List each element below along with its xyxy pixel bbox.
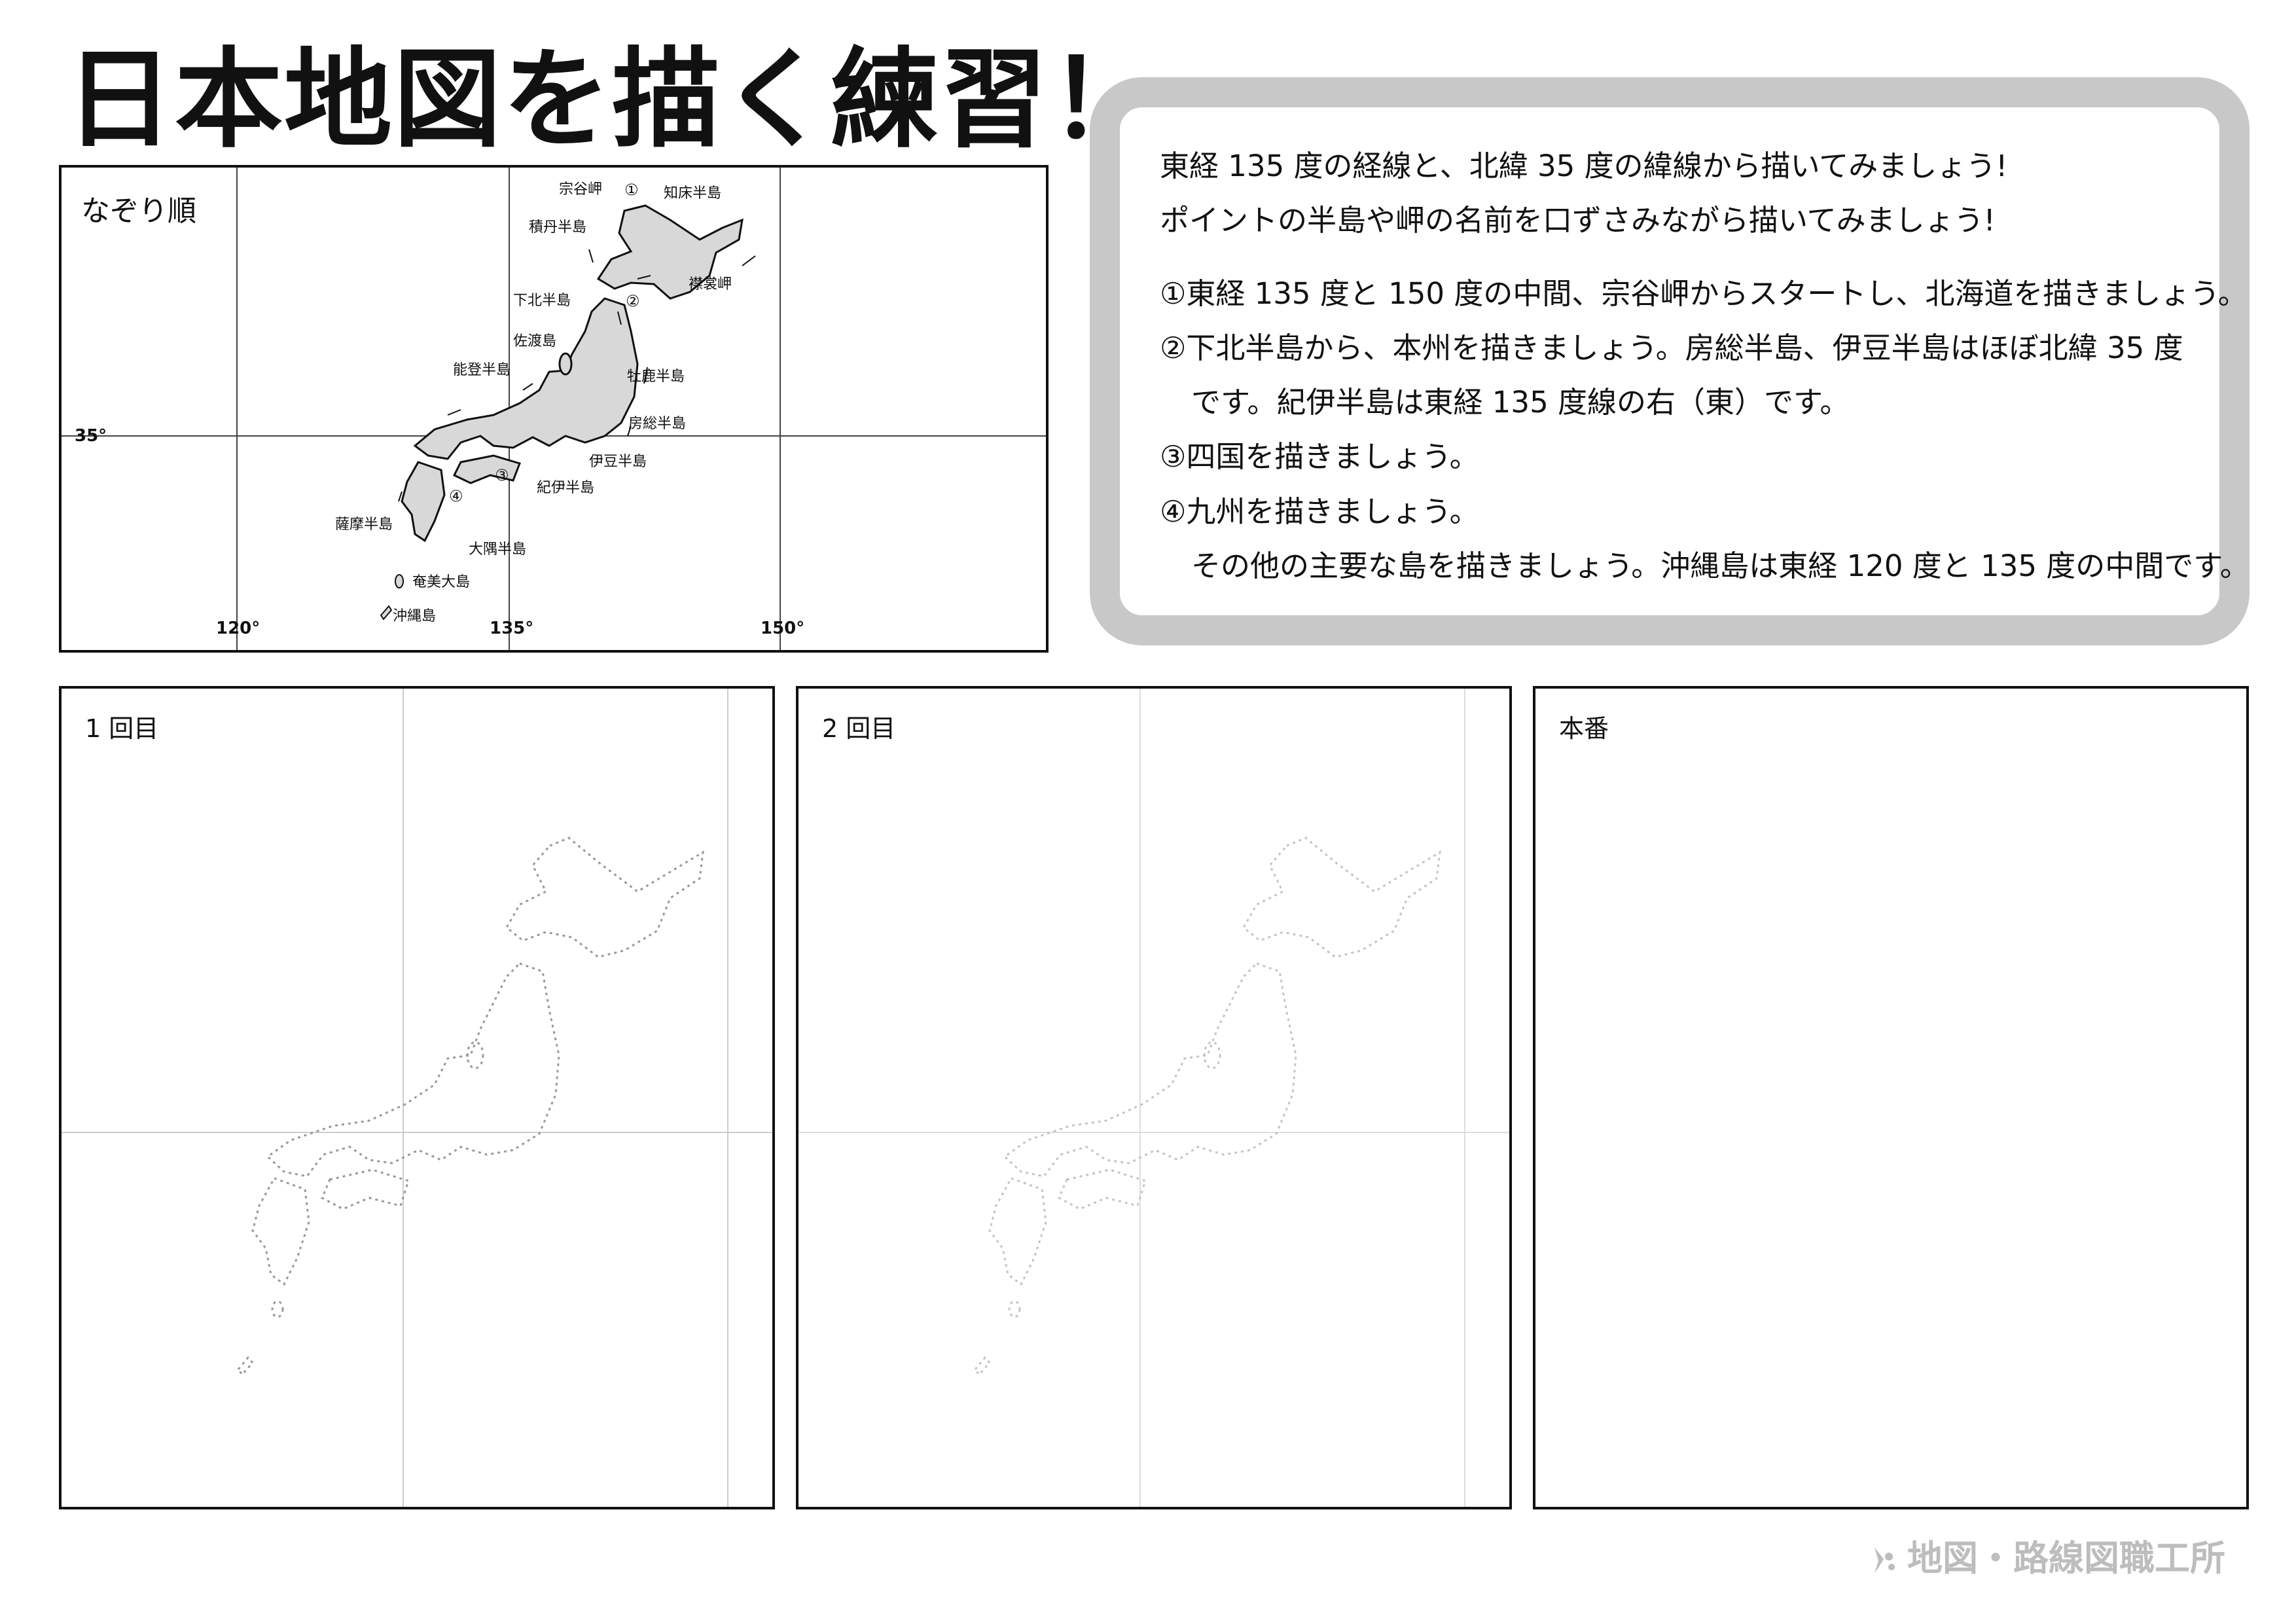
practice-map-1	[62, 689, 772, 1507]
step-2: ②	[626, 292, 640, 310]
label-izu: 伊豆半島	[589, 454, 647, 470]
label-kii: 紀伊半島	[537, 480, 594, 496]
label-erimo: 襟裳岬	[689, 276, 732, 293]
kyushu-shape	[401, 461, 446, 543]
label-soya: 宗谷岬	[559, 181, 602, 198]
step-line-3: ③四国を描きましょう。	[1160, 439, 1479, 475]
honshu-shape	[413, 297, 639, 460]
reference-map: 宗谷岬 知床半島 積丹半島 襟裳岬 下北半島 佐渡島 能登半島 牡鹿半島 房総半…	[62, 168, 1046, 650]
step-line-2b: です。紀伊半島は東経 135 度線の右（東）です。	[1191, 385, 1850, 420]
step-1: ①	[624, 181, 639, 199]
page-title: 日本地図を描く練習！	[65, 37, 1158, 162]
practice-panel-2[interactable]: 2 回目	[796, 686, 1512, 1509]
practice-label-final: 本番	[1559, 714, 1609, 743]
practice-label-2: 2 回目	[822, 714, 896, 743]
label-shakotan: 積丹半島	[529, 219, 586, 236]
lon-150-label: 150°	[761, 619, 804, 638]
label-satsuma: 薩摩半島	[335, 516, 393, 533]
step-4: ④	[449, 487, 463, 505]
label-amami: 奄美大島	[412, 574, 470, 590]
intro-line-1: 東経 135 度の経線と、北緯 35 度の緯線から描いてみましょう!	[1160, 149, 2008, 183]
watermark-text: 地図・路線図職工所	[1907, 1538, 2225, 1579]
lon-120-label: 120°	[216, 619, 260, 638]
instructions-text: 東経 135 度の経線と、北緯 35 度の緯線から描いてみましょう! ポイントの…	[1160, 139, 2250, 593]
step-line-4: ④九州を描きましょう。	[1160, 494, 1479, 529]
lon-135-label: 135°	[490, 619, 533, 638]
reference-map-panel: なぞり順 宗谷岬	[59, 165, 1049, 653]
step-line-1: ①東経 135 度と 150 度の中間、宗谷岬からスタートし、北海道を描きましょ…	[1160, 276, 2248, 311]
shikoku-shape	[452, 454, 521, 484]
practice-map-2	[798, 689, 1509, 1507]
hokkaido-shape	[596, 204, 744, 300]
okinawa-shape	[380, 605, 393, 621]
reference-label: なぞり順	[81, 194, 196, 228]
label-sado: 佐渡島	[513, 333, 556, 350]
label-shimokita: 下北半島	[513, 293, 571, 309]
amami-shape	[395, 574, 404, 588]
intro-line-2: ポイントの半島や岬の名前を口ずさみながら描いてみましょう!	[1160, 203, 1996, 238]
instructions-box	[1090, 77, 2250, 645]
practice-label-1: 1 回目	[85, 714, 159, 743]
step-line-5: その他の主要な島を描きましょう。沖縄島は東経 120 度と 135 度の中間です…	[1191, 548, 2250, 583]
lat-35-label: 35°	[75, 426, 107, 446]
label-oshika: 牡鹿半島	[627, 369, 685, 385]
label-boso: 房総半島	[628, 416, 686, 432]
practice-panel-1[interactable]: 1 回目	[59, 686, 775, 1509]
label-okinawa: 沖縄島	[393, 608, 436, 624]
label-noto: 能登半島	[453, 362, 511, 378]
practice-panel-final[interactable]: 本番	[1533, 686, 2249, 1509]
step-line-2: ②下北半島から、本州を描きましょう。房総半島、伊豆半島はほぼ北緯 35 度	[1160, 330, 2183, 365]
watermark: 地図・路線図職工所	[1861, 1529, 2225, 1581]
step-3: ③	[495, 466, 509, 484]
label-shiretoko: 知床半島	[664, 185, 721, 202]
label-osumi: 大隅半島	[469, 541, 526, 558]
logo-icon	[1874, 1547, 1895, 1574]
sado-shape	[558, 352, 573, 376]
